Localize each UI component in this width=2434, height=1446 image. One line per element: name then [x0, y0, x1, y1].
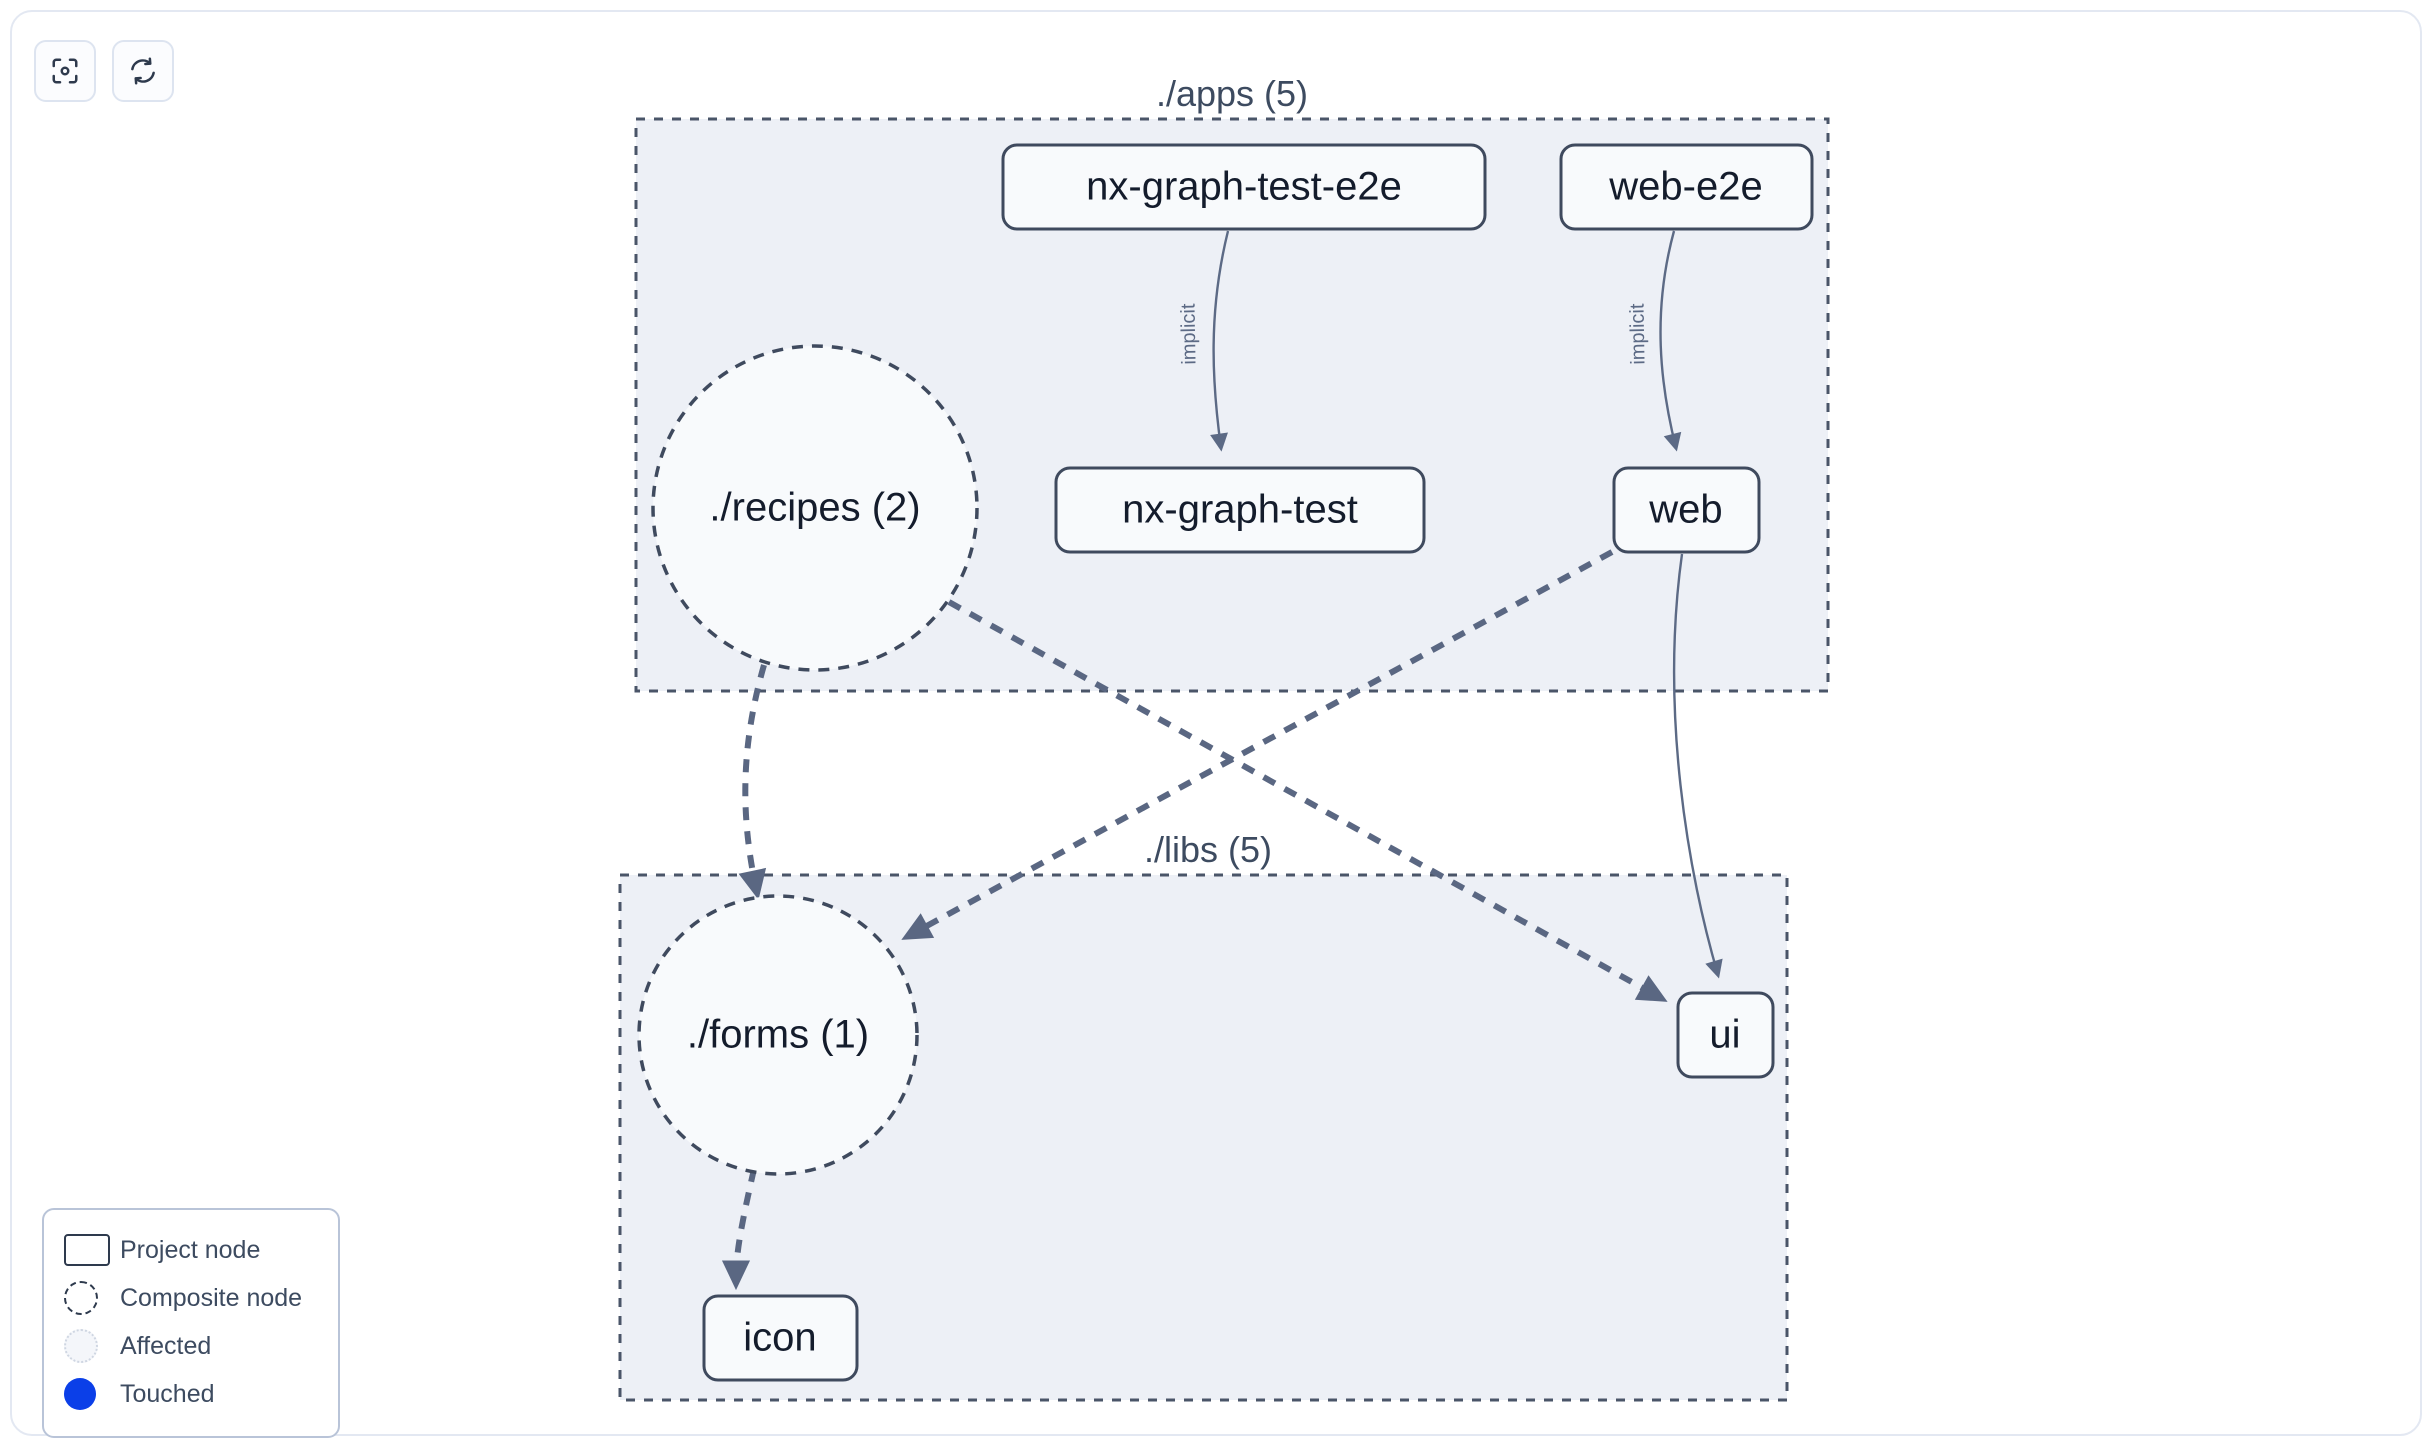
node-label: web — [1648, 488, 1722, 532]
graph-nodes: nx-graph-test-e2e web-e2e ./recipes (2) … — [637, 143, 1814, 1382]
node-shape[interactable] — [637, 894, 919, 1176]
node-web-e2e[interactable]: web-e2e — [1559, 143, 1814, 231]
edge-web-to-forms[interactable] — [901, 549, 1614, 940]
node-label: ./forms (1) — [687, 1013, 869, 1057]
node-shape[interactable] — [702, 1294, 859, 1382]
node-shape[interactable] — [1559, 143, 1814, 231]
graph-canvas-card: ./apps (5) ./libs (5) implicit implicit — [10, 10, 2424, 1438]
edge-web-to-ui[interactable] — [1672, 553, 1723, 979]
legend-label: Affected — [120, 1331, 212, 1360]
edge-label-implicit-1: implicit — [1177, 303, 1200, 365]
node-web[interactable]: web — [1612, 466, 1761, 554]
node-recipes[interactable]: ./recipes (2) — [651, 344, 979, 672]
focus-target-icon — [50, 56, 80, 86]
graph-toolbar — [34, 40, 174, 102]
edge-path[interactable] — [738, 664, 767, 900]
edge-path[interactable] — [1210, 230, 1230, 452]
legend-item-project-node: Project node — [64, 1226, 318, 1274]
edge-path[interactable] — [901, 549, 1614, 940]
legend-item-composite-node: Composite node — [64, 1274, 318, 1322]
edge-recipes-to-ui[interactable] — [947, 599, 1668, 1002]
refresh-icon — [128, 56, 158, 86]
node-nx-graph-test-e2e[interactable]: nx-graph-test-e2e — [1001, 143, 1487, 231]
node-shape[interactable] — [1612, 466, 1761, 554]
node-shape[interactable] — [1676, 991, 1775, 1079]
node-label: icon — [743, 1316, 816, 1360]
edge-path[interactable] — [1659, 230, 1682, 452]
node-label: ./recipes (2) — [709, 486, 920, 530]
group-libs-label: ./libs (5) — [1144, 829, 1272, 870]
graph-legend: Project node Composite node Affected Tou… — [42, 1208, 340, 1438]
node-shape[interactable] — [651, 344, 979, 672]
node-forms[interactable]: ./forms (1) — [637, 894, 919, 1176]
legend-item-touched: Touched — [64, 1370, 318, 1418]
composite-node-swatch — [64, 1281, 120, 1315]
legend-label: Composite node — [120, 1283, 303, 1312]
graph-svg[interactable]: ./apps (5) ./libs (5) implicit implicit — [12, 12, 2424, 1438]
node-label: web-e2e — [1608, 165, 1762, 209]
edge-path[interactable] — [1672, 553, 1723, 979]
legend-item-affected: Affected — [64, 1322, 318, 1370]
project-node-swatch — [64, 1234, 120, 1266]
edge-path[interactable] — [947, 599, 1668, 1002]
node-nx-graph-test[interactable]: nx-graph-test — [1054, 466, 1426, 554]
node-shape[interactable] — [1001, 143, 1487, 231]
node-icon[interactable]: icon — [702, 1294, 859, 1382]
legend-label: Touched — [120, 1379, 215, 1408]
affected-node-swatch — [64, 1329, 120, 1363]
legend-label: Project node — [120, 1235, 261, 1264]
group-apps-label: ./apps (5) — [1156, 73, 1308, 114]
node-label: nx-graph-test-e2e — [1086, 165, 1402, 209]
edge-path[interactable] — [721, 1168, 757, 1291]
graph-edges: implicit implicit — [721, 230, 1723, 1291]
node-label: nx-graph-test — [1122, 488, 1358, 532]
node-label: ui — [1709, 1013, 1740, 1057]
refresh-graph-button[interactable] — [112, 40, 174, 102]
edge-nx-graph-test-e2e-to-nx-graph-test[interactable]: implicit — [1177, 230, 1230, 452]
focus-graph-button[interactable] — [34, 40, 96, 102]
node-ui[interactable]: ui — [1676, 991, 1775, 1079]
touched-node-swatch — [64, 1378, 120, 1410]
node-shape[interactable] — [1054, 466, 1426, 554]
edge-recipes-to-forms[interactable] — [738, 664, 767, 900]
edge-label-implicit-2: implicit — [1626, 303, 1649, 365]
edge-forms-to-icon[interactable] — [721, 1168, 757, 1291]
edge-web-e2e-to-web[interactable]: implicit — [1626, 230, 1682, 452]
